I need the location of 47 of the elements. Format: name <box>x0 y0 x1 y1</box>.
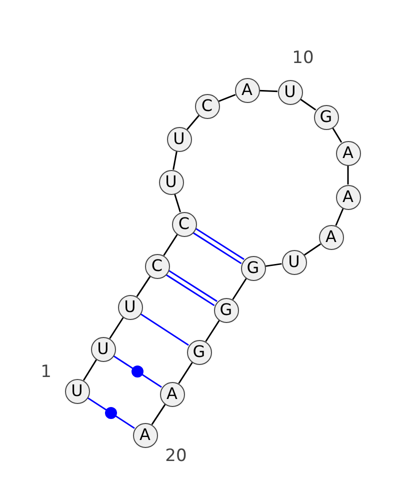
nucleotide-circle: A <box>336 140 360 166</box>
base-pair-line <box>113 355 162 388</box>
backbone-line <box>332 127 342 143</box>
backbone-line <box>172 151 178 170</box>
backbone-line <box>205 320 220 342</box>
nucleotide-circle: G <box>214 298 238 322</box>
nucleotide-circle: A <box>318 224 344 250</box>
nucleotide-circle: G <box>186 340 212 364</box>
nucleotide-circle: C <box>172 212 196 236</box>
nucleotide-circle: U <box>282 250 306 274</box>
backbone-line <box>232 278 247 300</box>
nucleotide-circle: U <box>118 294 142 320</box>
backbone-line <box>151 404 166 425</box>
position-number: 10 <box>292 48 314 68</box>
nucleotide-circle: U <box>64 378 90 404</box>
base-pair-double-line <box>165 270 218 306</box>
position-number: 20 <box>165 446 187 466</box>
nucleotide-circle: U <box>278 80 302 104</box>
nucleotide-circle: C <box>144 254 170 278</box>
nucleotide-circle: U <box>166 126 192 152</box>
nucleotide-circle: G <box>314 104 338 130</box>
base-pair-double-line <box>192 228 245 264</box>
backbone-line <box>300 98 316 110</box>
nucleotide-circle: G <box>240 256 266 280</box>
backbone-line <box>218 94 236 102</box>
base-pair-line <box>140 313 189 346</box>
nucleotide-circle: A <box>160 382 184 406</box>
backbone-line <box>109 317 124 339</box>
nucleotide-circle: A <box>336 184 360 210</box>
nucleotide-circle: A <box>132 422 158 448</box>
backbone-line <box>304 243 322 256</box>
nucleotide-circle: U <box>90 336 116 362</box>
backbone-line <box>259 90 278 92</box>
backbone-line <box>347 166 349 184</box>
backbone-line <box>136 276 151 297</box>
backbone-line <box>163 234 178 256</box>
backbone-line <box>82 359 98 381</box>
backbone-line <box>335 208 344 226</box>
base-pair-line <box>87 397 135 429</box>
nucleotide-circle: C <box>194 94 220 118</box>
backbone-line <box>174 194 182 212</box>
backbone-line <box>186 115 200 130</box>
nucleotide-circle: A <box>234 78 260 102</box>
nucleotide-circle: U <box>158 170 184 194</box>
backbone-line <box>178 362 193 384</box>
backbone-line <box>265 263 282 267</box>
position-number: 1 <box>40 362 52 382</box>
